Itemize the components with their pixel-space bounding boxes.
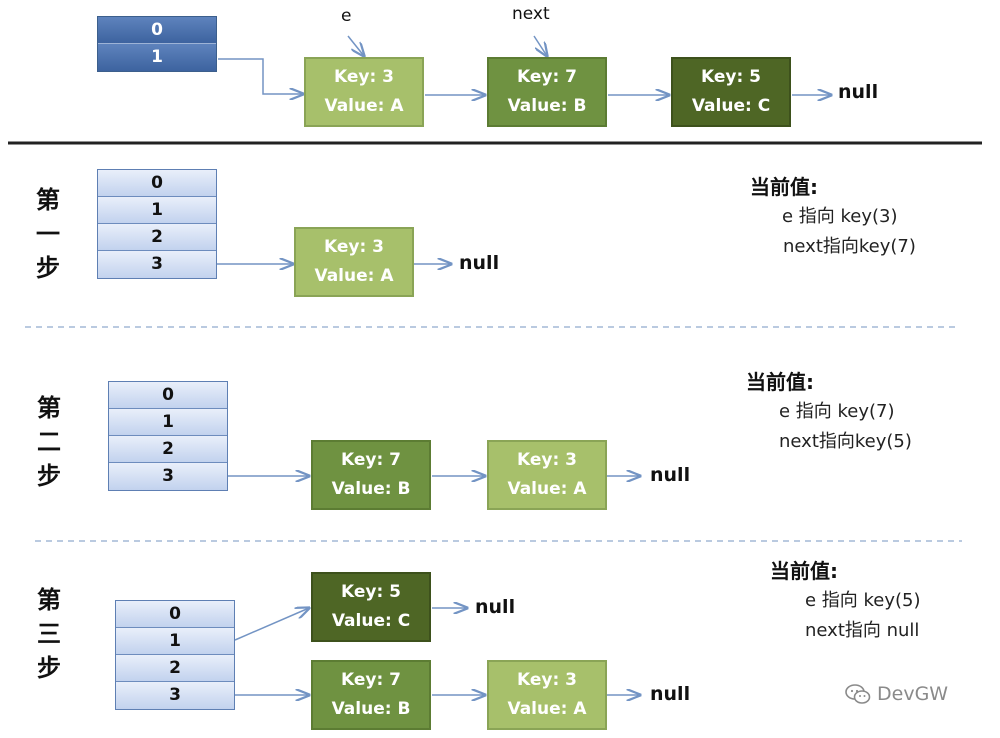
top-bucket-array: 0 1: [97, 16, 217, 72]
next-pointer-info: next指向key(5): [779, 431, 912, 452]
step-3-bucket-array: 0 1 2 3: [115, 600, 235, 710]
bucket-cell: 2: [98, 224, 216, 251]
node-key3: Key: 3 Value: A: [304, 57, 424, 127]
node-key5: Key: 5 Value: C: [671, 57, 791, 127]
node-key: Key: 3: [516, 450, 578, 470]
null-label: null: [838, 81, 879, 103]
step-2-label: 第 二 步: [37, 393, 61, 490]
node-key7: Key: 7 Value: B: [487, 57, 607, 127]
bucket-cell: 3: [116, 682, 234, 709]
bucket-1-to-key3-arrow: [218, 58, 303, 94]
watermark: DevGW: [845, 683, 948, 705]
e-pointer-arrow: [347, 35, 364, 56]
node-value: Value: C: [331, 611, 411, 631]
bucket-cell: 0: [109, 382, 227, 409]
next-pointer-info: next指向 null: [805, 620, 920, 641]
current-values-heading: 当前值:: [746, 370, 814, 394]
step-1-label: 第 一 步: [36, 185, 60, 282]
node-key7: Key: 7 Value: B: [311, 660, 431, 730]
node-key3: Key: 3 Value: A: [487, 660, 607, 730]
null-label: null: [459, 252, 500, 274]
node-key: Key: 3: [516, 670, 578, 690]
bucket-cell: 0: [98, 17, 216, 44]
node-key7: Key: 7 Value: B: [311, 440, 431, 510]
current-values-heading: 当前值:: [750, 175, 818, 199]
node-key5: Key: 5 Value: C: [311, 572, 431, 642]
node-key: Key: 5: [340, 582, 402, 602]
node-value: Value: B: [331, 479, 411, 499]
bucket-cell: 0: [116, 601, 234, 628]
s3-bucket1-to-key5-arrow: [234, 608, 309, 641]
next-pointer-label: next: [512, 4, 550, 24]
bucket-cell: 2: [109, 436, 227, 463]
e-pointer-info: e 指向 key(7): [779, 401, 895, 422]
next-pointer-arrow: [533, 35, 547, 56]
arrows: [217, 35, 831, 695]
node-value: Value: A: [314, 266, 394, 286]
step-3-label: 第 三 步: [37, 585, 61, 682]
node-key: Key: 5: [700, 67, 762, 87]
bucket-cell: 0: [98, 170, 216, 197]
step-1-bucket-array: 0 1 2 3: [97, 169, 217, 279]
node-key: Key: 3: [323, 237, 385, 257]
step-3-current-values: 当前值: e 指向 key(5) next指向 null: [770, 556, 921, 646]
node-value: Value: A: [507, 479, 587, 499]
step-2-bucket-array: 0 1 2 3: [108, 381, 228, 491]
watermark-text: DevGW: [877, 683, 949, 705]
node-key3: Key: 3 Value: A: [294, 227, 414, 297]
node-key3: Key: 3 Value: A: [487, 440, 607, 510]
node-value: Value: B: [507, 96, 587, 116]
e-pointer-label: e: [341, 6, 352, 26]
node-key: Key: 7: [340, 450, 402, 470]
step-2-current-values: 当前值: e 指向 key(7) next指向key(5): [746, 367, 912, 457]
node-key: Key: 7: [340, 670, 402, 690]
node-value: Value: C: [691, 96, 771, 116]
bucket-cell: 1: [116, 628, 234, 655]
e-pointer-info: e 指向 key(3): [782, 206, 898, 227]
node-value: Value: B: [331, 699, 411, 719]
current-values-heading: 当前值:: [770, 559, 838, 583]
bucket-cell: 1: [98, 44, 216, 71]
e-pointer-info: e 指向 key(5): [805, 590, 921, 611]
step-1-current-values: 当前值: e 指向 key(3) next指向key(7): [750, 172, 916, 262]
bucket-cell: 3: [109, 463, 227, 490]
next-pointer-info: next指向key(7): [783, 236, 916, 257]
bucket-cell: 3: [98, 251, 216, 278]
bucket-cell: 1: [98, 197, 216, 224]
node-value: Value: A: [507, 699, 587, 719]
wechat-icon: [845, 684, 871, 704]
bucket-cell: 1: [109, 409, 227, 436]
null-label: null: [650, 464, 691, 486]
node-key: Key: 7: [516, 67, 578, 87]
null-label: null: [475, 596, 516, 618]
node-key: Key: 3: [333, 67, 395, 87]
bucket-cell: 2: [116, 655, 234, 682]
null-label: null: [650, 683, 691, 705]
node-value: Value: A: [324, 96, 404, 116]
